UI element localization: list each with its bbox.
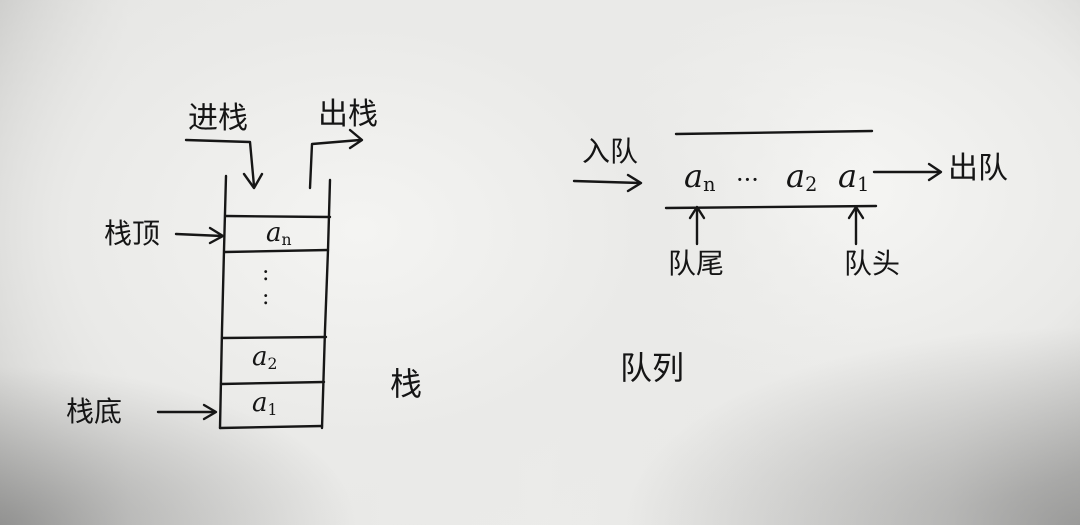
stack-cell-an-base: a <box>266 218 282 248</box>
queue-ellipsis: ··· <box>736 166 759 194</box>
dequeue-arrow-head <box>927 162 943 182</box>
pop-label: 出栈 <box>318 97 378 132</box>
stack-top-pointer-head <box>208 226 225 245</box>
dequeue-label: 出队 <box>948 151 1008 186</box>
queue-item-an: an <box>684 160 715 194</box>
queue-front-label: 队头 <box>844 247 901 280</box>
pop-path <box>308 138 362 190</box>
enqueue-arrow-head <box>626 173 643 193</box>
push-arrow-head <box>242 172 264 190</box>
pop-arrow-head <box>348 128 364 150</box>
stack-line-a2-top <box>220 335 328 340</box>
queue-top-line <box>674 129 874 136</box>
enqueue-label: 入队 <box>582 135 639 168</box>
stack-bottom-pointer-head <box>202 403 218 421</box>
stack-cell-a2-base: a <box>252 342 268 372</box>
queue-diagram <box>572 129 943 246</box>
queue-rear-label: 队尾 <box>668 247 725 280</box>
queue-item-a1: a1 <box>838 160 869 194</box>
rear-pointer-head <box>688 205 706 220</box>
enqueue-arrow <box>572 179 642 185</box>
stack-bottom-line <box>218 424 324 430</box>
push-label: 进栈 <box>188 101 248 136</box>
stack-cell-a2-sub: 2 <box>267 355 278 373</box>
stack-left-wall <box>218 174 228 430</box>
stack-top-label: 栈顶 <box>104 217 161 250</box>
queue-item-a1-base: a <box>838 157 858 195</box>
stack-line-an-bottom <box>223 248 330 254</box>
front-pointer-head <box>847 205 865 220</box>
stack-ellipsis-2: : <box>262 285 270 310</box>
stack-caption: 栈 <box>390 365 423 403</box>
stack-cell-an-sub: n <box>281 231 292 249</box>
queue-item-a2-sub: 2 <box>805 173 818 196</box>
stack-ellipsis: : : <box>262 262 269 310</box>
stack-top-pointer <box>174 232 224 238</box>
stack-cell-a2: a2 <box>252 344 277 373</box>
stack-bottom-label: 栈底 <box>66 395 123 428</box>
queue-item-a1-sub: 1 <box>857 173 870 196</box>
stack-top-line <box>224 214 332 219</box>
queue-item-an-base: a <box>684 157 704 195</box>
paper-shadow-left <box>0 365 360 525</box>
stack-cell-a1-sub: 1 <box>267 401 278 419</box>
stack-line-a1-top <box>219 380 326 386</box>
stack-right-wall <box>320 178 332 430</box>
queue-bottom-line <box>664 204 878 210</box>
queue-item-a2: a2 <box>786 160 817 194</box>
stack-cell-a1-base: a <box>252 388 268 418</box>
push-bracket <box>184 138 256 188</box>
stack-cell-a1: a1 <box>252 390 277 419</box>
stack-cell-an: an <box>266 220 292 249</box>
stack-diagram <box>156 128 364 430</box>
queue-item-a2-base: a <box>786 157 806 195</box>
stack-ellipsis-1: : <box>262 261 270 286</box>
queue-caption: 队列 <box>620 349 685 387</box>
paper-shadow-right <box>620 325 1080 525</box>
queue-item-an-sub: n <box>703 173 716 196</box>
